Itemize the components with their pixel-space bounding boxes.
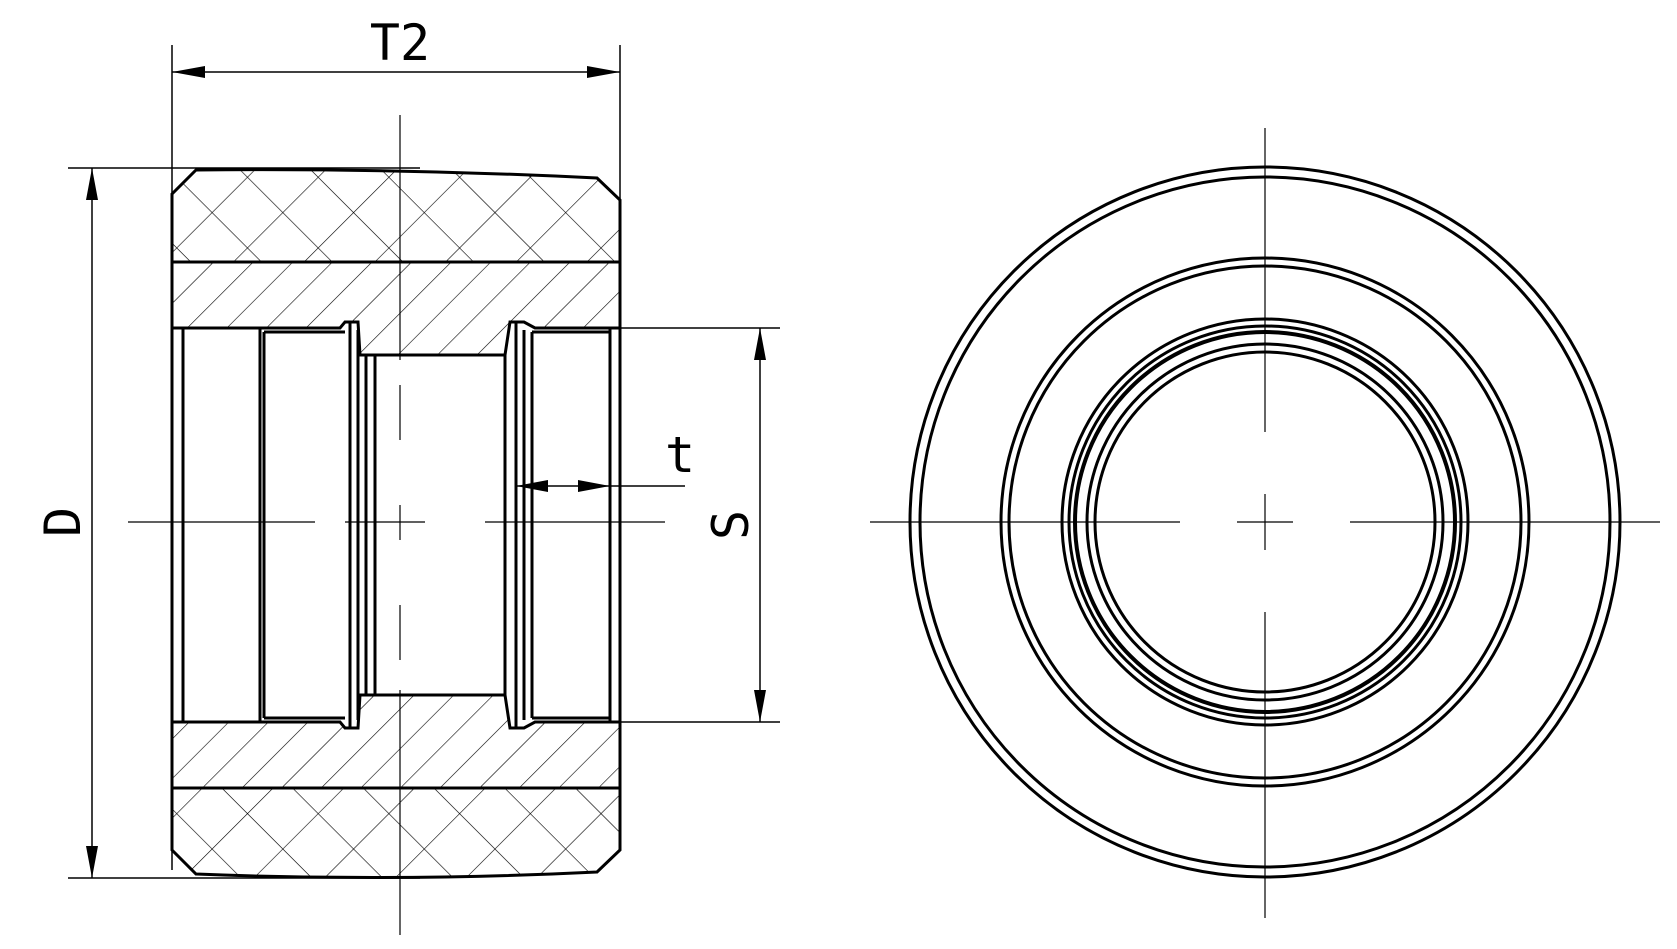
hub-bottom-section (170, 693, 622, 790)
bore-outline (170, 322, 622, 728)
section-view: T2 D S t (34, 14, 780, 935)
tread-top-section (170, 168, 622, 264)
dimension-label-t2: T2 (370, 14, 430, 72)
dimension-d: D (34, 167, 420, 879)
dimension-label-s: S (702, 510, 760, 540)
dimension-s: S (620, 327, 780, 723)
dimension-label-t: t (665, 426, 695, 484)
front-view-centerlines (870, 128, 1660, 918)
tread-bottom-section (170, 786, 622, 880)
front-view (870, 128, 1660, 918)
hub-top-section (170, 260, 622, 357)
dimension-t2: T2 (171, 14, 621, 870)
dimension-label-d: D (34, 507, 92, 537)
dimension-t: t (516, 426, 695, 492)
section-centerlines (128, 115, 665, 935)
